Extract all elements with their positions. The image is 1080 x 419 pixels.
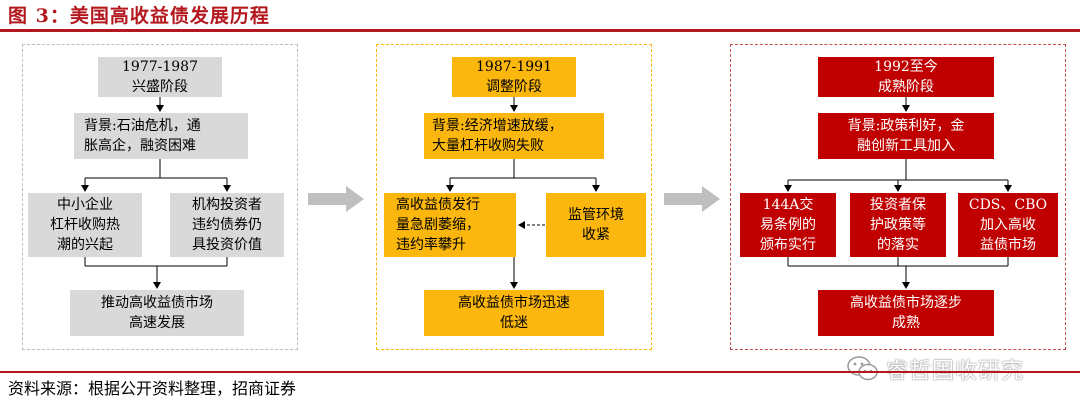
stage-3-connectors: [784, 97, 1012, 289]
title-rule: [0, 29, 1080, 32]
stage-transition-arrow-2: [664, 186, 720, 212]
wechat-icon: [847, 356, 878, 381]
stage-2-result: 高收益债市场迅速 低迷: [424, 290, 604, 336]
stage-3-header: 1992至今 成熟阶段: [818, 57, 994, 97]
source-note: 资料来源：根据公开资料整理，招商证券: [8, 379, 297, 398]
stage-1-panel: [22, 44, 298, 350]
stage-transition-arrow-1: [308, 186, 364, 212]
stage-2-connectors: [446, 97, 600, 289]
stage-3-cause-3: CDS、CBO 加入高收 益债市场: [958, 193, 1058, 257]
stage-3-background: 背景:政策利好，金 融创新工具加入: [818, 113, 994, 159]
stage-2-header: 1987-1991 调整阶段: [452, 57, 576, 97]
stage-2-cause-2: 监管环境 收紧: [546, 193, 646, 257]
figure-title: 图 3：美国高收益债发展历程: [8, 5, 270, 27]
stage-1-background: 背景:石油危机，通 胀高企，融资困难: [74, 113, 248, 159]
watermark-text: 睿哲固收研究: [886, 359, 1025, 384]
stage-1-header: 1977-1987 兴盛阶段: [98, 57, 222, 97]
stage-3-cause-1: 144A交 易条例的 颁布实行: [740, 193, 836, 257]
stage-1-cause-1: 中小企业 杠杆收购热 潮的兴起: [28, 193, 142, 257]
source-rule: [0, 371, 1080, 373]
stage-1-result: 推动高收益债市场 高速发展: [70, 290, 244, 336]
stage-2-cause-1: 高收益债发行 量急剧萎缩， 违约率攀升: [384, 193, 516, 257]
stage-3-panel: [730, 44, 1066, 350]
stage-3-result: 高收益债市场逐步 成熟: [818, 290, 994, 336]
stage-2-background: 背景:经济增速放缓， 大量杠杆收购失败: [424, 113, 604, 159]
watermark: 睿哲固收研究: [846, 352, 1024, 386]
stage-2-panel: [376, 44, 652, 350]
stage-3-cause-2: 投资者保 护政策等 的落实: [850, 193, 946, 257]
stage-1-cause-2: 机构投资者 违约债券仍 具投资价值: [170, 193, 284, 257]
stage-1-connectors: [81, 97, 231, 289]
